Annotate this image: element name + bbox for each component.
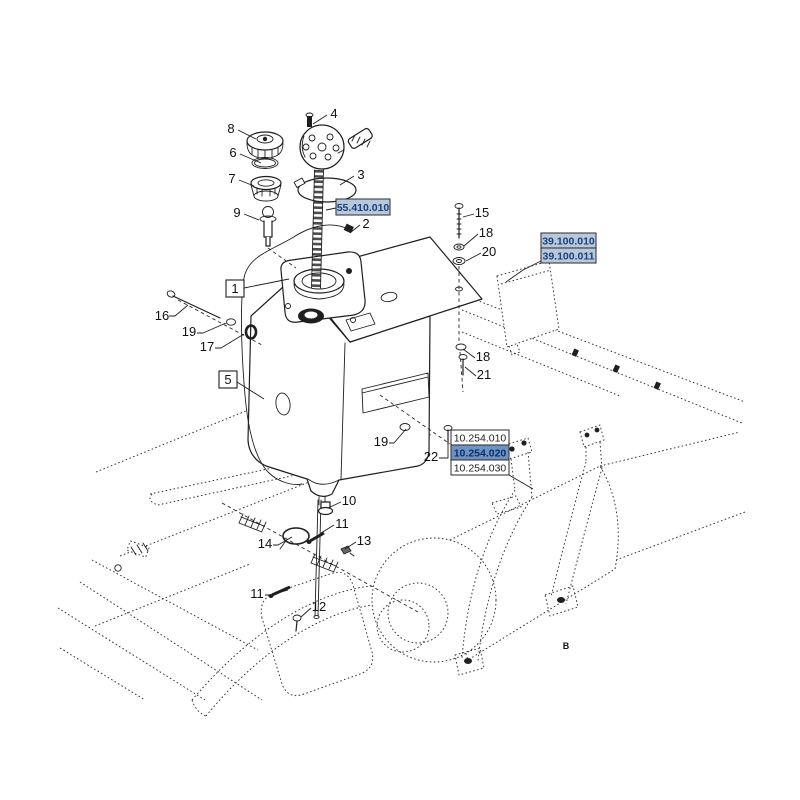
callout-label[interactable]: 11	[335, 516, 349, 531]
strainer-cup	[250, 175, 282, 202]
callout-label[interactable]: 7	[228, 171, 235, 186]
ref-box-39-100-010[interactable]: 39.100.010	[540, 232, 597, 249]
bolt-21	[458, 354, 468, 376]
spring	[238, 513, 267, 533]
callout-18-lower[interactable]: 18	[462, 348, 490, 364]
callout-label[interactable]: 20	[482, 244, 496, 259]
hose-clamp-14	[279, 527, 310, 550]
callout-7[interactable]: 7	[228, 171, 255, 187]
muffler-assembly	[371, 424, 619, 676]
ref-box-55-410-010[interactable]: 55.410.010	[325, 198, 391, 216]
callout-5-boxed[interactable]: 5	[218, 370, 265, 400]
ref-box-10-254-010[interactable]: 10.254.010	[450, 429, 510, 446]
callout-label[interactable]: 10	[342, 493, 356, 508]
cap-oring	[251, 157, 279, 169]
ref-box-label[interactable]: 39.100.010	[542, 236, 595, 248]
callout-label[interactable]: 18	[476, 349, 490, 364]
sender-valve	[259, 206, 297, 269]
callout-15[interactable]: 15	[462, 205, 489, 220]
ref-box-39-100-011[interactable]: 39.100.011	[505, 247, 597, 283]
ref-box-label[interactable]: 10.254.030	[454, 463, 507, 475]
callout-3[interactable]: 3	[339, 167, 365, 186]
callout-13[interactable]: 13	[344, 533, 371, 550]
drain-hose	[313, 499, 322, 620]
callout-label[interactable]: 1	[231, 281, 238, 296]
ref-box-label[interactable]: 55.410.010	[337, 202, 390, 214]
callout-2[interactable]: 2	[350, 216, 370, 233]
filler-cap-part	[246, 131, 284, 159]
callout-4[interactable]: 4	[312, 106, 338, 125]
callout-label[interactable]: 6	[229, 145, 236, 160]
washer-18-lower	[455, 343, 467, 351]
callout-label[interactable]: 3	[357, 167, 364, 182]
callout-label[interactable]: 21	[477, 367, 491, 382]
ref-box-10-254-020-selected[interactable]: 10.254.020	[450, 444, 510, 461]
callout-label[interactable]: 16	[155, 308, 169, 323]
rail-bolt-ticks	[571, 348, 661, 390]
callout-label[interactable]: 15	[475, 205, 489, 220]
callout-9[interactable]: 9	[233, 205, 260, 221]
clip-13	[340, 545, 355, 557]
ref-box-label[interactable]: 10.254.020	[454, 448, 507, 460]
callout-19-lower[interactable]: 19	[374, 428, 407, 449]
callout-label[interactable]: 2	[362, 216, 369, 231]
washer-19-left	[226, 318, 236, 326]
sender-connector	[337, 127, 373, 154]
callout-label[interactable]: 19	[182, 324, 196, 339]
fuel-tank	[247, 276, 431, 506]
bracket-39100	[496, 260, 560, 356]
filler-tube-corrugated	[311, 169, 324, 289]
callout-label[interactable]: 9	[233, 205, 240, 220]
bolt-12	[292, 614, 302, 632]
callout-label[interactable]: 18	[479, 225, 493, 240]
callout-10[interactable]: 10	[327, 493, 356, 509]
callout-22[interactable]: 22	[424, 442, 449, 464]
frame-rails-right	[461, 299, 746, 561]
clamp-ring	[293, 177, 357, 203]
callout-8[interactable]: 8	[227, 121, 257, 140]
ref-box-10-254-030[interactable]: 10.254.030	[450, 459, 534, 490]
ref-box-label[interactable]: 10.254.010	[454, 433, 507, 445]
sender-wire	[241, 223, 354, 485]
callout-label[interactable]: 5	[224, 372, 231, 387]
callout-17[interactable]: 17	[200, 333, 245, 354]
sender-plate	[299, 124, 345, 170]
callout-14[interactable]: 14	[258, 536, 293, 551]
callout-16[interactable]: 16	[155, 304, 189, 323]
bolt-11-upper	[306, 531, 325, 544]
bolt-15	[454, 203, 464, 239]
spring	[310, 553, 339, 573]
callout-20[interactable]: 20	[465, 244, 496, 262]
ref-box-label[interactable]: 39.100.011	[543, 251, 595, 263]
callout-label[interactable]: 12	[312, 599, 326, 614]
callout-label[interactable]: 14	[258, 536, 272, 551]
drain-fitting-10	[317, 501, 334, 516]
callout-11-upper[interactable]: 11	[320, 516, 349, 534]
view-b-marker: B	[563, 641, 570, 651]
callout-label[interactable]: 13	[357, 533, 371, 548]
callout-6[interactable]: 6	[229, 145, 262, 164]
callout-label[interactable]: 11	[250, 586, 264, 601]
bolt-22	[443, 425, 453, 445]
callout-11-lower[interactable]: 11	[250, 586, 289, 601]
callout-label[interactable]: 19	[374, 434, 388, 449]
callout-label[interactable]: 22	[424, 449, 438, 464]
callout-12[interactable]: 12	[300, 599, 326, 618]
grommet-17	[244, 324, 258, 340]
filler-bung	[298, 308, 324, 324]
callout-19-left[interactable]: 19	[182, 322, 227, 339]
callout-18-top[interactable]: 18	[463, 225, 493, 247]
callout-21[interactable]: 21	[464, 366, 491, 382]
callout-label[interactable]: 4	[330, 106, 337, 121]
washer-18-top	[453, 243, 465, 251]
callout-label[interactable]: 17	[200, 339, 214, 354]
callout-1-boxed[interactable]: 1	[225, 278, 290, 298]
callout-label[interactable]: 8	[227, 121, 234, 136]
